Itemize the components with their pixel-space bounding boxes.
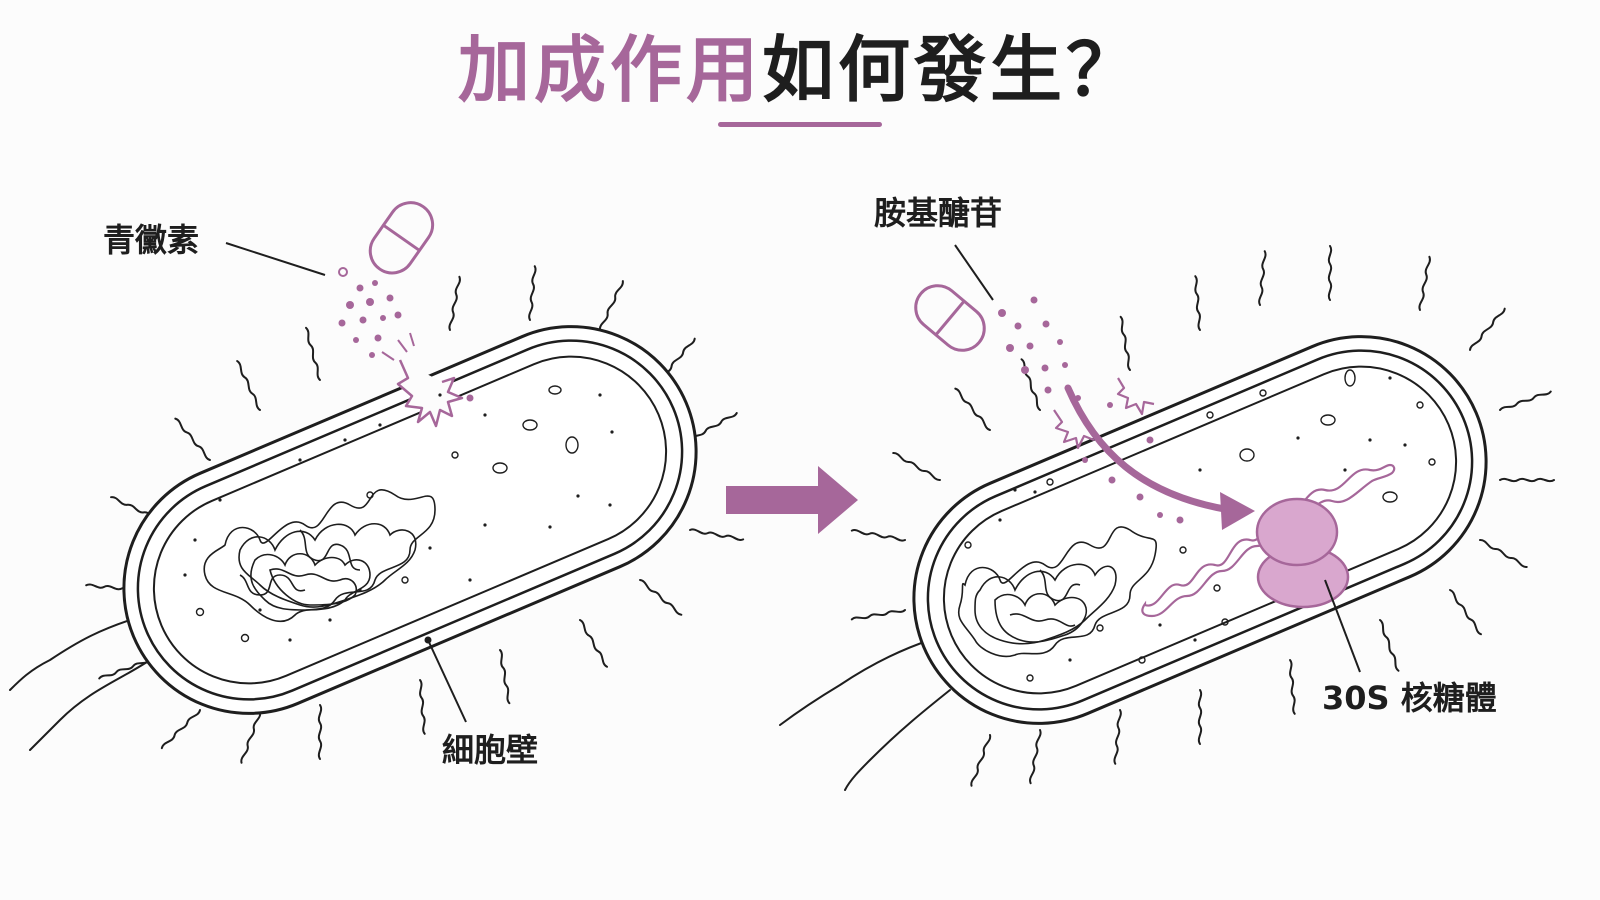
mrna-strand (1141, 463, 1396, 618)
title-rest: 如何發生？ (762, 28, 1143, 112)
title-accent: 加成作用 (457, 28, 762, 112)
wall-break-left (396, 359, 464, 428)
label-ribosome: 30S 核糖體 (1322, 679, 1497, 717)
flagella-right (779, 245, 1555, 791)
wall-crack-2 (1116, 377, 1155, 416)
uptake-arrow-shaft (1064, 384, 1234, 514)
bacterium-right (779, 245, 1555, 791)
cytoplasm-granules-left (195, 385, 579, 643)
impact-lines (381, 332, 415, 361)
cytoplasm-granules-right (964, 369, 1436, 682)
wall-crack-1 (1053, 409, 1095, 450)
ribosome-30s (1255, 497, 1350, 609)
aminoglycoside-leader (954, 244, 994, 301)
arrow-right-icon (726, 466, 858, 534)
flagella-left (9, 265, 745, 765)
penicillin-particles (338, 267, 474, 402)
cell-wall-leader (427, 639, 467, 723)
title-underline (718, 122, 882, 127)
penicillin-leader (225, 242, 326, 276)
page-title: 加成作用如何發生？ (0, 22, 1600, 118)
nucleoid-left (203, 489, 436, 622)
label-penicillin: 青黴素 (103, 221, 200, 259)
nucleoid-right (957, 526, 1157, 658)
label-cell-wall: 細胞壁 (442, 731, 539, 769)
uptake-arrow-head (1220, 492, 1255, 530)
aminoglycoside-particles (998, 296, 1184, 524)
capsule-icon-2 (914, 284, 986, 352)
label-aminoglycoside: 胺基醣苷 (874, 194, 1003, 232)
bacterium-left (9, 265, 745, 765)
capsule-icon (368, 201, 435, 275)
ribosome-leader (1324, 579, 1361, 673)
